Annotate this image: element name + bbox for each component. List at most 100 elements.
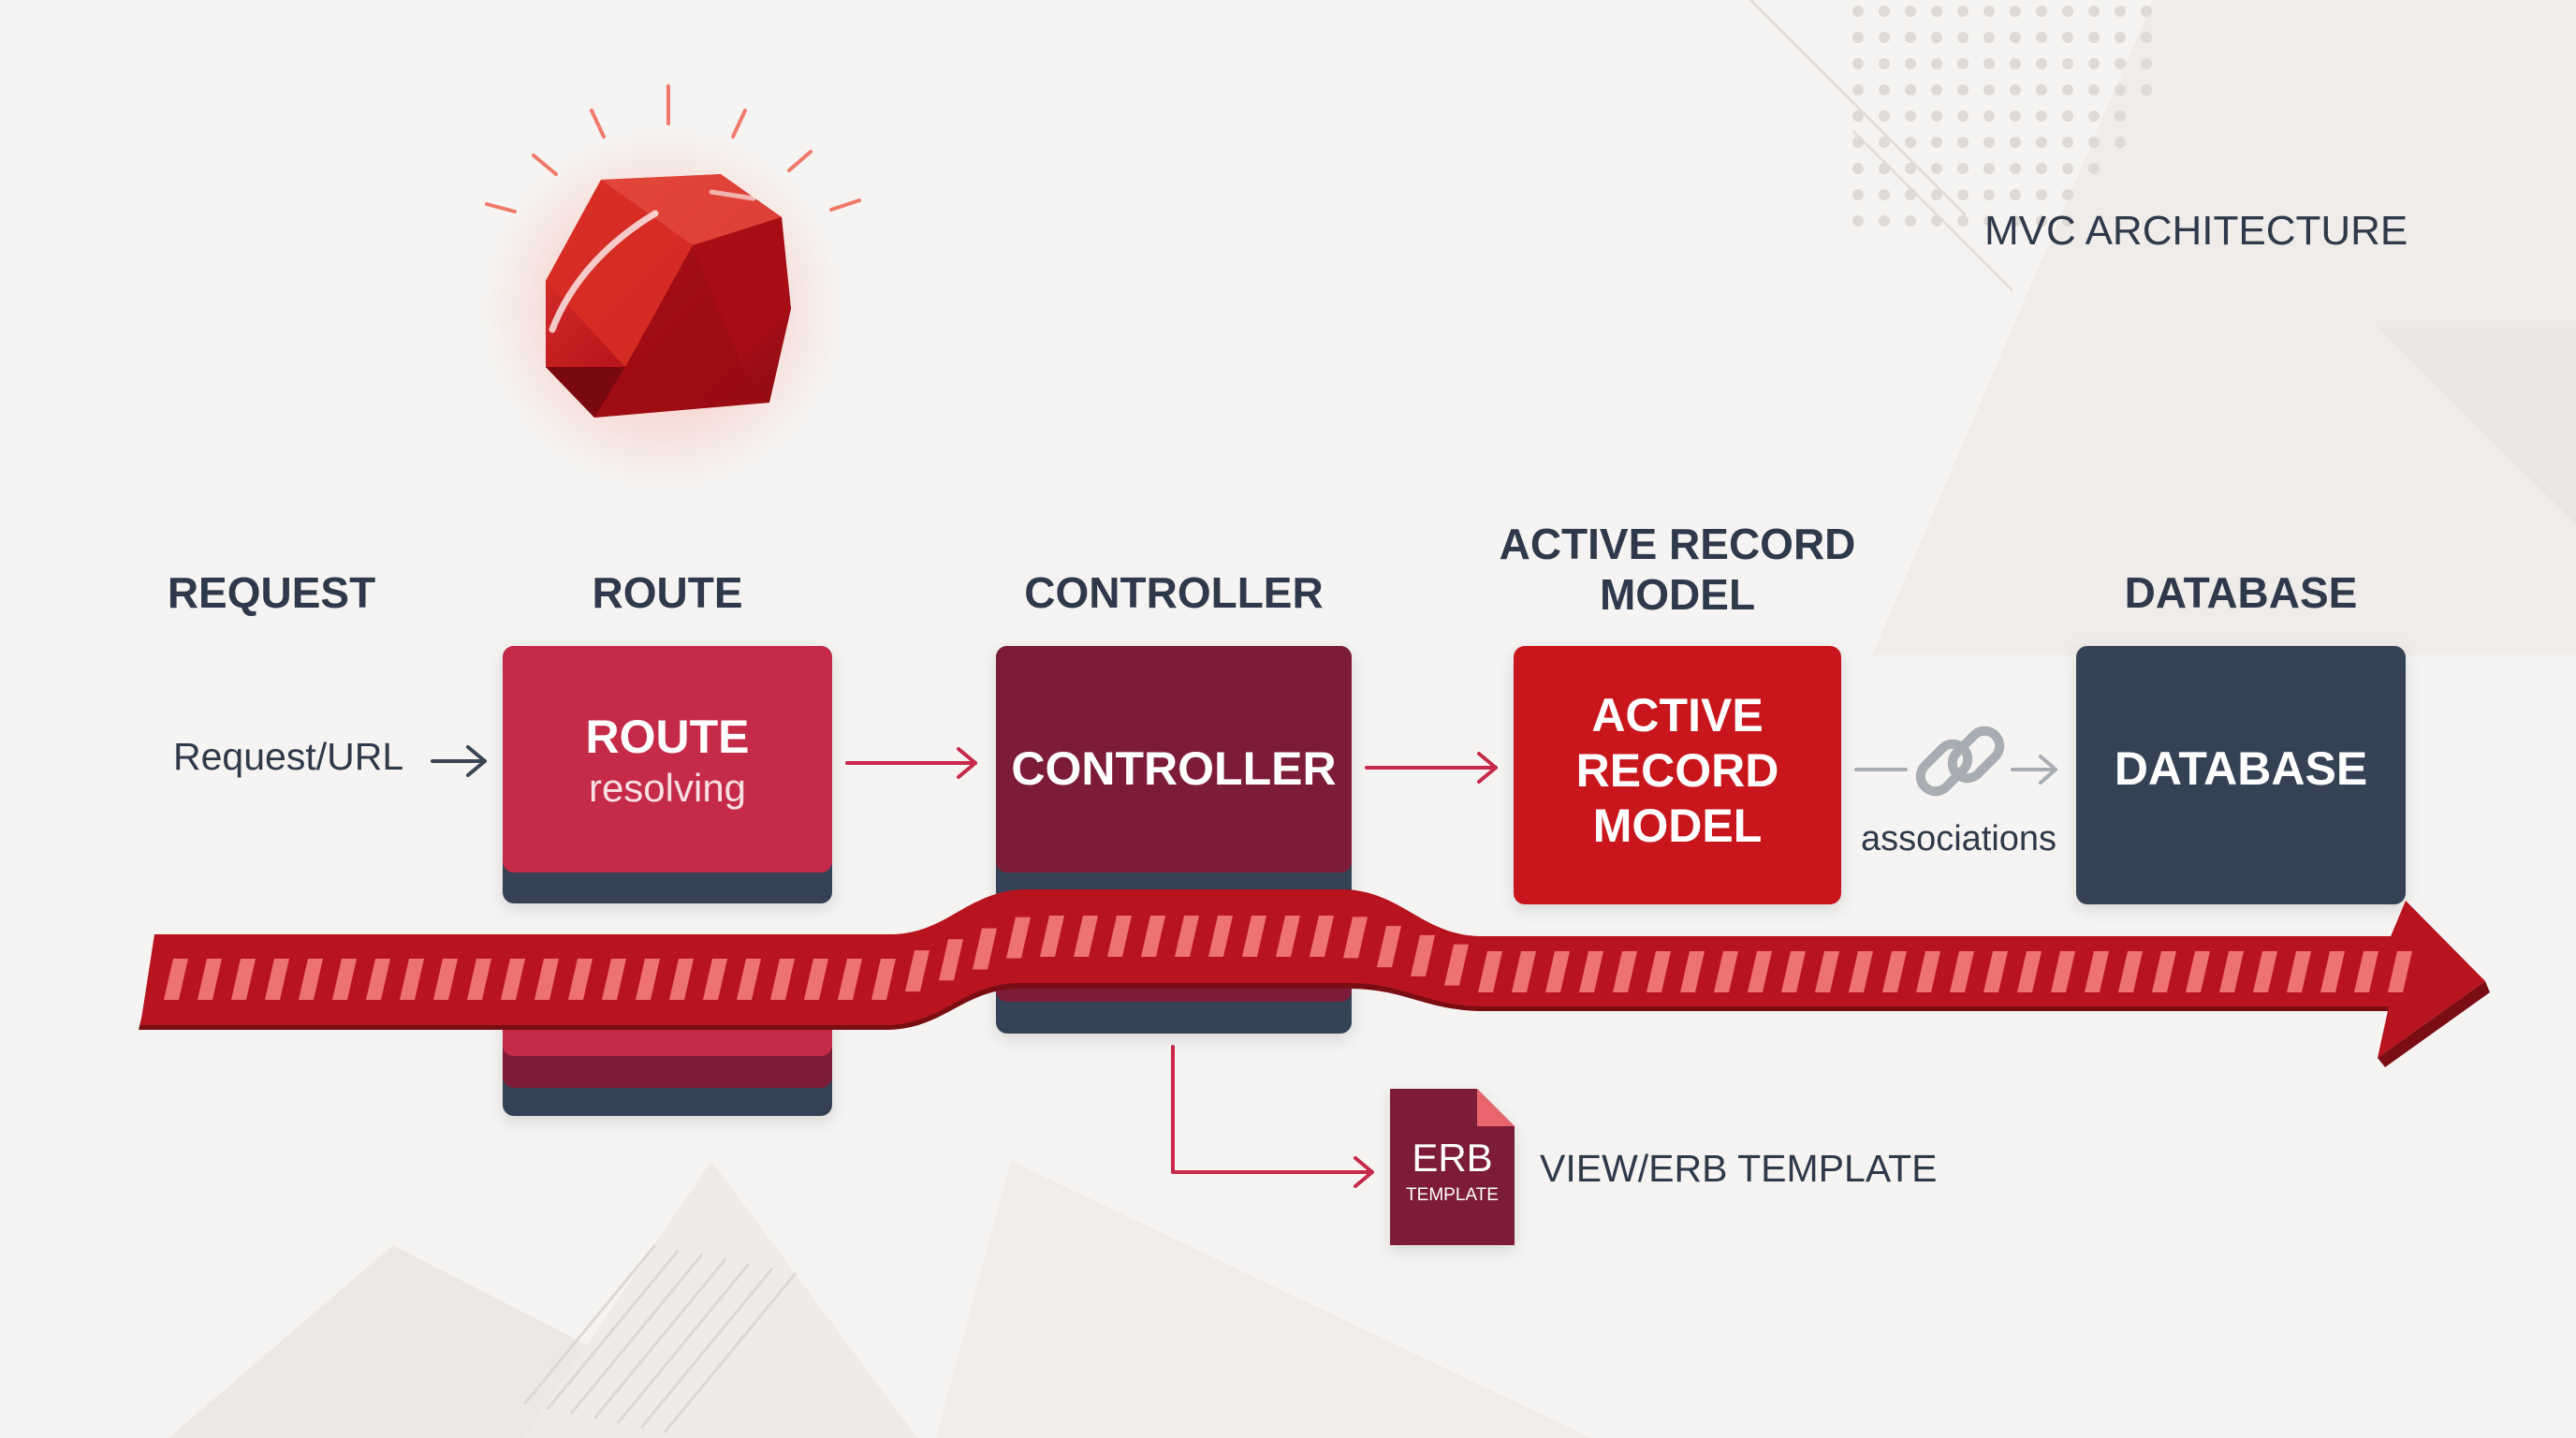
decor-dot (1905, 84, 1916, 95)
pipeline-stripe (1983, 951, 2008, 992)
decor-dot (1852, 163, 1864, 174)
pipeline-stripe (2287, 951, 2311, 992)
arrow-route-to-controller (845, 747, 977, 779)
request-url-text: Request/URL (173, 735, 404, 778)
decor-dot (1957, 58, 1969, 69)
decor-dot (2088, 6, 2100, 17)
decor-dot (1852, 110, 1864, 122)
pipeline-stripe (265, 959, 289, 1000)
decor-dot (1852, 6, 1864, 17)
pipeline-stripe (1411, 934, 1435, 976)
pipeline-stripe (1343, 917, 1368, 959)
request-pipeline-arrow (139, 889, 2490, 1067)
decor-dot (2010, 137, 2021, 148)
pipeline-stripe (1377, 926, 1401, 968)
decor-dot (1931, 58, 1942, 69)
decor-dot (1931, 215, 1942, 227)
pipeline-stripe (602, 959, 626, 1000)
pipeline-stripe (433, 959, 458, 1000)
decor-dot (1905, 215, 1916, 227)
decor-dot (2062, 6, 2073, 17)
pipeline-stripe (2085, 951, 2109, 992)
pipeline-stripe (1310, 916, 1334, 957)
decor-dot (1852, 137, 1864, 148)
pipeline-stripe (568, 959, 593, 1000)
decor-dot (1905, 137, 1916, 148)
decor-dot (2062, 215, 2073, 227)
decor-dot (1852, 58, 1864, 69)
decor-dot (2036, 137, 2047, 148)
stage-label-request: REQUEST (167, 568, 376, 617)
decor-dot (2062, 84, 2073, 95)
decor-dot (2115, 84, 2126, 95)
decor-dot (1957, 189, 1969, 200)
decor-dot (1879, 137, 1890, 148)
pipeline-stripe (1242, 916, 1266, 957)
arrow-controller-to-view (1171, 1045, 1374, 1188)
pipeline-stripe (332, 959, 357, 1000)
decor-dot (2036, 110, 2047, 122)
arrow-model-to-database (1854, 755, 2057, 785)
decor-dot (1931, 32, 1942, 43)
controller-box-title: CONTROLLER (1011, 742, 1337, 795)
decor-dot (1931, 110, 1942, 122)
decor-dot (1852, 189, 1864, 200)
decor-dot (2010, 189, 2021, 200)
pipeline-stripe (534, 959, 559, 1000)
background-decoration (168, 0, 2576, 1438)
pipeline-stripe (198, 959, 222, 1000)
decor-dot (1957, 32, 1969, 43)
decor-dot (2088, 137, 2100, 148)
pipeline-stripe (2152, 951, 2176, 992)
decor-dot (2088, 58, 2100, 69)
decor-dot (2062, 189, 2073, 200)
decor-dot (2036, 32, 2047, 43)
decor-dot (1931, 137, 1942, 148)
decor-dot (1879, 58, 1890, 69)
decor-dot (1905, 163, 1916, 174)
pipeline-stripe (1175, 916, 1199, 957)
decor-dot (2010, 110, 2021, 122)
decor-dot (2088, 110, 2100, 122)
decor-dot (1957, 110, 1969, 122)
pipeline-stripe (669, 959, 694, 1000)
stage-label-model-line2: MODEL (1599, 570, 1756, 619)
decor-dot (1983, 32, 1995, 43)
decor-dot (1905, 110, 1916, 122)
decor-dot (1879, 32, 1890, 43)
pipeline-stripe (770, 959, 795, 1000)
pipeline-stripe (703, 959, 727, 1000)
pipeline-stripe (1613, 951, 1637, 992)
pipeline-stripe (2219, 951, 2244, 992)
decor-dot (2141, 32, 2152, 43)
pipeline-stripe (467, 959, 491, 1000)
pipeline-stripe (231, 959, 256, 1000)
pipeline-stripe (905, 950, 929, 992)
decor-dot (1852, 215, 1864, 227)
model-box-line2: RECORD (1575, 744, 1779, 797)
pipeline-stripe (1714, 951, 1738, 992)
decor-dot (1905, 189, 1916, 200)
pipeline-stripe (1141, 916, 1165, 957)
stage-label-database: DATABASE (2124, 568, 2358, 617)
page-title: MVC ARCHITECTURE (1984, 208, 2408, 254)
decor-dot (2141, 58, 2152, 69)
pipeline-stripe (2186, 951, 2210, 992)
view-template-label: VIEW/ERB TEMPLATE (1540, 1147, 1938, 1190)
pipeline-stripe (299, 959, 323, 1000)
stage-label-model-line1: ACTIVE RECORD (1499, 520, 1856, 568)
decor-dot (2036, 58, 2047, 69)
pipeline-stripe (1781, 951, 1806, 992)
pipeline-stripe (1748, 951, 1772, 992)
decor-dot (2115, 32, 2126, 43)
pipeline-stripe (2388, 951, 2412, 992)
decor-dot (1879, 6, 1890, 17)
pipeline-stripe (1579, 951, 1603, 992)
decor-dot (2062, 32, 2073, 43)
associations-label: associations (1860, 819, 2057, 858)
erb-file-title: ERB (1412, 1136, 1493, 1180)
decor-dot (1983, 110, 1995, 122)
decor-dot (1879, 215, 1890, 227)
decor-dot (2036, 6, 2047, 17)
